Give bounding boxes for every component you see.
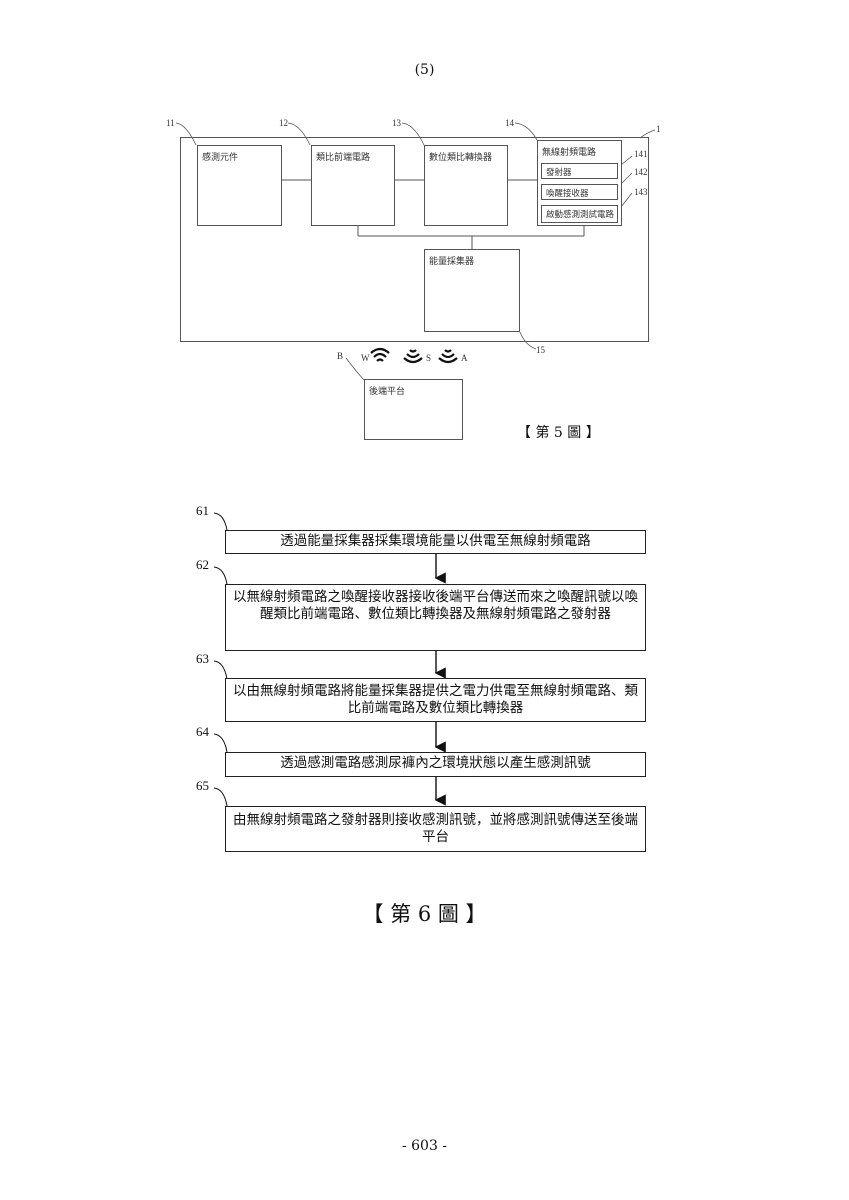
ref-adc: 13 [392,118,401,128]
flow-step-61: 透過能量採集器採集環境能量以供電至無線射頻電路 [225,530,646,554]
analog-front-end-block: 類比前端電路 [311,145,395,226]
ref-backend: B [337,351,343,361]
step-ref-64: 64 [196,724,209,740]
backend-platform-label: 後端平台 [369,384,405,397]
figure-6-caption: 【 第 6 圖 】 [0,898,849,928]
wakeup-receiver-block: 喚醒接收器 [541,184,618,200]
adc-block: 數位類比轉換器 [424,145,508,226]
sensor-block: 感測元件 [197,145,282,226]
figure-5-caption: 【 第 5 圖 】 [517,422,600,442]
step-ref-63: 63 [196,651,209,667]
step-ref-65: 65 [196,778,209,794]
sensor-label: 感測元件 [202,150,238,163]
ref-wakeup-receiver: 142 [634,167,648,177]
backend-platform-block: 後端平台 [364,379,463,440]
flow-step-65: 由無線射頻電路之發射器則接收感測訊號，並將感測訊號傳送至後端平台 [225,806,646,852]
ref-start-sensing-circuit: 143 [634,187,648,197]
ref-energy-harvester: 15 [536,345,545,355]
energy-harvester-label: 能量採集器 [429,254,474,267]
signal-label-a: A [461,353,468,363]
transmitter-block: 發射器 [541,163,618,179]
analog-front-end-label: 類比前端電路 [316,150,370,163]
ref-device: 1 [656,124,661,134]
adc-label: 數位類比轉換器 [429,150,492,163]
signal-wave-icon-a [437,346,459,366]
ref-rf-circuit: 14 [505,118,514,128]
energy-harvester-block: 能量採集器 [424,249,520,332]
step-ref-61: 61 [196,503,209,519]
wifi-icon [369,346,391,366]
start-sensing-circuit-block: 啟動感測測試電路 [541,205,618,223]
ref-analog-front-end: 12 [279,118,288,128]
flow-step-62: 以無線射頻電路之喚醒接收器接收後端平台傳送而來之喚醒訊號以喚醒類比前端電路、數位… [225,584,646,651]
page-footer-number: - 603 - [0,1138,849,1154]
signal-wave-icon-s [402,346,424,366]
ref-sensor: 11 [166,118,175,128]
flow-step-63: 以由無線射頻電路將能量採集器提供之電力供電至無線射頻電路、類比前端電路及數位類比… [225,678,646,722]
ref-transmitter: 141 [634,149,648,159]
signal-label-s: S [426,353,431,363]
step-ref-62: 62 [196,557,209,573]
flow-step-64: 透過感測電路感測尿褲內之環境狀態以產生感測訊號 [225,752,646,777]
rf-circuit-label: 無線射頻電路 [542,145,596,158]
